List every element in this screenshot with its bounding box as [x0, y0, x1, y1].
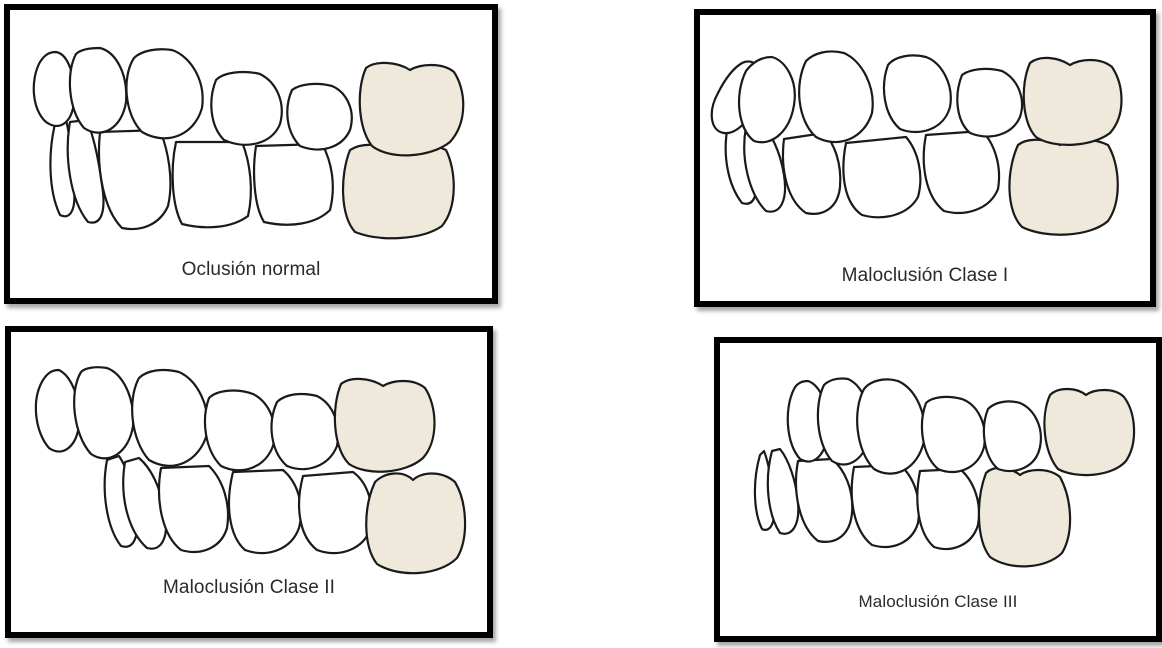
upper-arch	[34, 48, 464, 155]
upper-tooth	[799, 51, 873, 142]
upper-tooth	[205, 391, 275, 471]
lower-molar	[1009, 140, 1117, 235]
diagram-panel-class-ii: Maloclusión Clase II	[5, 326, 493, 638]
lower-molar	[343, 145, 454, 239]
diagram-panel-normal-occlusion: Oclusión normal	[4, 4, 498, 304]
diagram-panel-class-iii: Maloclusión Clase III	[714, 337, 1162, 642]
panel-caption: Maloclusión Clase I	[700, 265, 1150, 287]
upper-tooth	[126, 49, 202, 138]
upper-tooth	[857, 379, 925, 473]
lower-tooth	[783, 133, 840, 214]
upper-molar	[335, 379, 435, 472]
lower-molar	[979, 468, 1070, 566]
upper-tooth	[34, 52, 75, 126]
upper-molar	[360, 63, 464, 155]
upper-tooth	[739, 57, 795, 142]
lower-tooth	[254, 144, 333, 225]
teeth-illustration	[10, 10, 492, 298]
panel-caption: Oclusión normal	[10, 259, 492, 281]
upper-tooth	[287, 84, 351, 150]
panel-caption: Maloclusión Clase II	[11, 577, 487, 599]
lower-tooth	[796, 459, 852, 542]
lower-tooth	[843, 137, 920, 217]
upper-molar	[1044, 389, 1134, 475]
lower-arch	[105, 456, 465, 573]
upper-tooth	[211, 72, 281, 145]
lower-tooth	[159, 466, 228, 552]
upper-tooth	[132, 370, 208, 466]
lower-tooth	[917, 469, 979, 549]
panel-caption: Maloclusión Clase III	[720, 592, 1156, 612]
lower-tooth	[173, 142, 251, 227]
upper-tooth	[922, 397, 985, 472]
upper-tooth	[884, 55, 951, 132]
upper-arch	[788, 378, 1134, 475]
upper-arch	[712, 51, 1122, 144]
upper-tooth	[957, 69, 1022, 137]
upper-tooth	[36, 370, 79, 452]
lower-tooth	[99, 130, 170, 229]
upper-arch	[36, 367, 435, 471]
lower-tooth	[852, 465, 919, 547]
diagram-panel-class-i: Maloclusión Clase I	[694, 9, 1156, 307]
lower-tooth	[924, 131, 999, 213]
upper-tooth	[74, 367, 133, 458]
upper-tooth	[70, 48, 126, 133]
upper-tooth	[984, 401, 1041, 471]
lower-tooth	[229, 470, 301, 553]
lower-molar	[366, 473, 465, 573]
lower-tooth	[299, 472, 372, 553]
upper-molar	[1024, 58, 1122, 145]
teeth-illustration	[700, 15, 1150, 301]
upper-tooth	[272, 394, 338, 469]
